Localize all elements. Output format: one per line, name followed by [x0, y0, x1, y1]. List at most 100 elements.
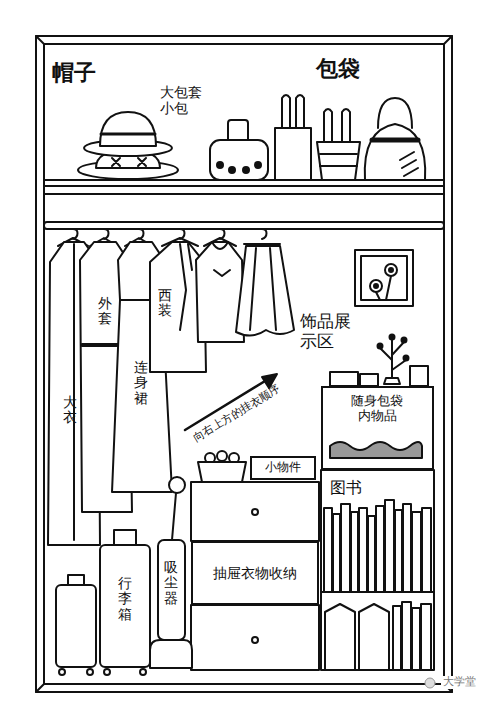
picture-frame [376, 276, 391, 300]
skirt [236, 246, 294, 336]
jewelry-stand [402, 338, 407, 343]
picture-frame [385, 264, 397, 276]
item-label: 大包套小包 [160, 84, 203, 116]
vacuum-cleaner [150, 477, 192, 668]
bag-illustrations [228, 120, 248, 142]
bookshelf [412, 512, 421, 592]
jewelry-stand [330, 372, 358, 386]
vacuum-cleaner [169, 477, 185, 493]
item-label: 外套 [98, 296, 112, 327]
suitcases [87, 669, 93, 675]
section-heading: 包袋 [316, 56, 360, 81]
picture-frame [370, 280, 382, 292]
bag-illustrations [372, 138, 418, 143]
wardrobe-frame [36, 684, 44, 692]
small-items-basket [198, 451, 246, 482]
drawer-unit [191, 482, 319, 541]
hat-stack [101, 133, 155, 136]
bookshelf [403, 504, 411, 592]
bag-illustrations [365, 124, 426, 180]
suit [188, 244, 192, 270]
watermark: 大学堂 [441, 676, 478, 689]
hat-stack [100, 112, 156, 146]
drawer-unit [191, 482, 319, 670]
box-label: 小物件 [265, 461, 301, 475]
bag-illustrations [282, 95, 290, 130]
bookshelf [324, 508, 332, 592]
picture-frame [374, 284, 378, 288]
small-items-basket [198, 462, 246, 482]
bookshelf [325, 604, 355, 670]
bookshelf [321, 470, 434, 670]
jewelry-stand [410, 366, 428, 386]
picture-frame [389, 268, 393, 272]
drawer-unit [252, 637, 258, 643]
bag-illustrations [243, 167, 249, 173]
bag-items-wave [330, 442, 422, 458]
watermark-icon [425, 678, 435, 688]
bag-illustrations [296, 95, 304, 130]
jewelry-stand [360, 374, 378, 386]
bookshelf [393, 606, 401, 670]
suitcases [114, 530, 136, 545]
bag-illustrations [217, 162, 223, 168]
drawer-unit [252, 509, 258, 515]
hangers [244, 229, 280, 244]
hat-stack [78, 112, 178, 179]
item-label: 连身裙 [134, 360, 148, 406]
suitcases [104, 669, 110, 675]
bag-illustrations [210, 140, 268, 180]
bookshelf [321, 470, 434, 670]
box-label: 抽屉衣物收纳 [213, 565, 297, 581]
bookshelf [333, 514, 340, 592]
clothes-rail [44, 222, 444, 229]
bag-illustrations [342, 109, 350, 142]
bag-illustrations [210, 95, 425, 180]
jewelry-stand [390, 335, 395, 340]
jewelry-stand [330, 335, 428, 387]
bag-illustrations [324, 109, 332, 142]
box-label: 随身包袋内物品 [351, 394, 404, 424]
bookshelf [402, 602, 411, 670]
bag-illustrations [255, 162, 261, 168]
bag-illustrations [317, 142, 360, 180]
wardrobe-frame [44, 44, 444, 684]
bag-illustrations [400, 152, 418, 176]
suitcases [100, 545, 150, 667]
item-label: 大衣 [63, 395, 77, 426]
bag-items-wave [330, 442, 422, 458]
bookshelf [385, 500, 394, 592]
clothes-rail [44, 222, 444, 229]
vacuum-cleaner [158, 540, 185, 640]
item-label: 吸尘器 [164, 560, 178, 606]
area-label: 饰品展示区 [300, 312, 352, 351]
suit [180, 244, 186, 330]
vacuum-cleaner [150, 640, 192, 668]
bag-illustrations [229, 167, 235, 173]
bookshelf [395, 510, 402, 592]
section-heading: 帽子 [52, 60, 96, 85]
bag-illustrations [275, 128, 311, 180]
vacuum-cleaner [172, 493, 176, 540]
picture-frame [355, 250, 413, 306]
bookshelf [359, 508, 367, 592]
bag-illustrations [320, 154, 357, 166]
blouse [212, 242, 228, 249]
small-items-basket [217, 451, 227, 461]
bookshelf [351, 512, 358, 592]
drawer-unit [191, 605, 319, 670]
item-label: 西装 [158, 288, 172, 319]
suitcases [140, 669, 146, 675]
wardrobe-frame [36, 36, 44, 44]
bookshelf [359, 604, 389, 670]
jewelry-stand [404, 356, 409, 361]
suitcases [59, 669, 65, 675]
area-label: 图书 [330, 479, 362, 497]
storage-box: 小物件 [250, 456, 316, 480]
coat-dayi [73, 244, 75, 540]
suitcases [56, 585, 96, 667]
top-shelf [44, 180, 444, 194]
bookshelf [341, 504, 350, 592]
bookshelf [421, 604, 431, 670]
